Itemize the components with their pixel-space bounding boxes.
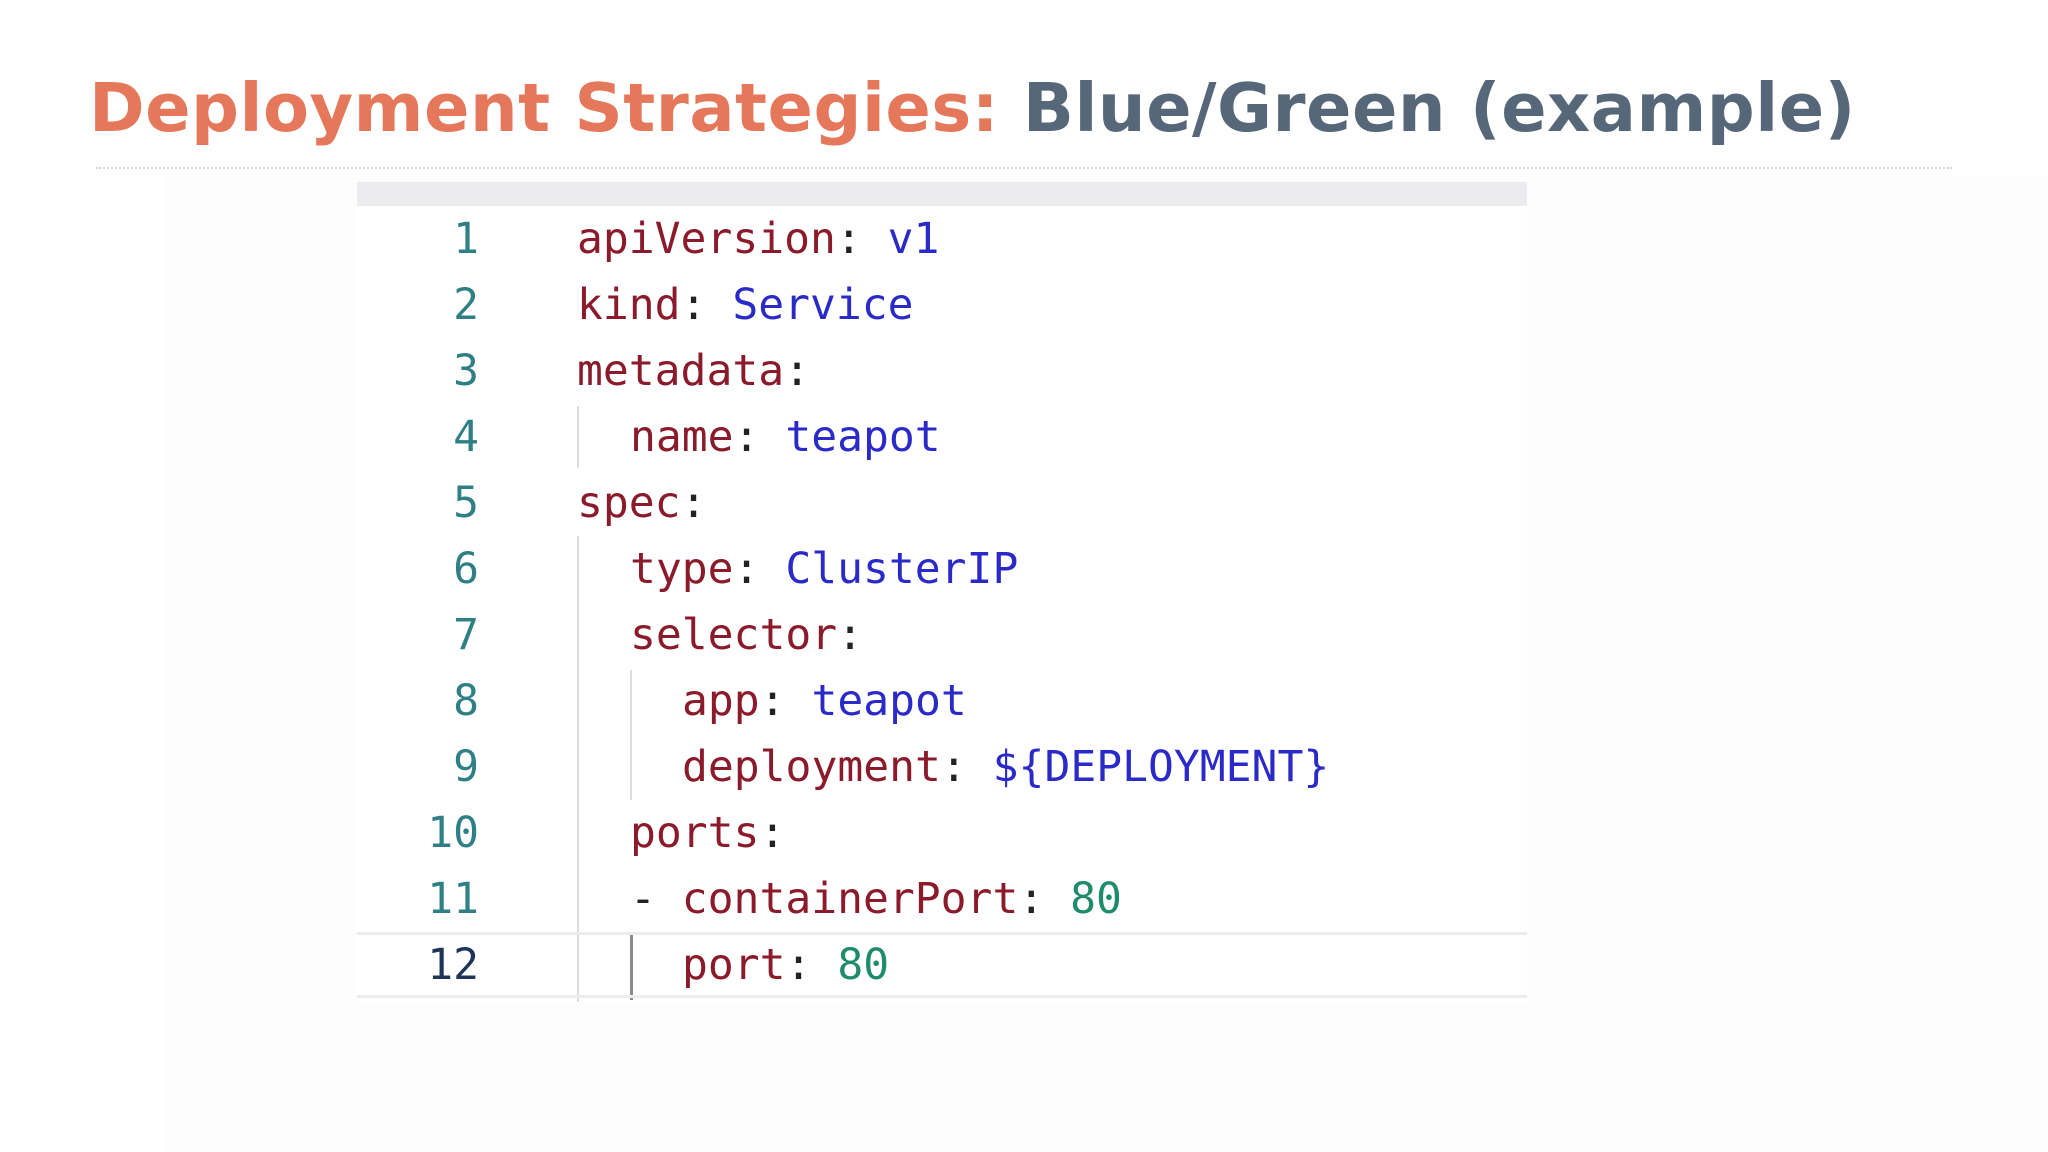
code-text: - containerPort: 80 xyxy=(630,866,1122,932)
code-text: metadata: xyxy=(577,338,810,404)
line-number: 8 xyxy=(453,676,479,726)
yaml-key: ports xyxy=(630,808,760,858)
yaml-value: ${DEPLOYMENT} xyxy=(992,742,1330,792)
code-line[interactable]: 11 - containerPort: 80 xyxy=(357,866,1527,932)
code-text: app: teapot xyxy=(682,668,967,734)
line-number: 3 xyxy=(453,346,479,396)
yaml-value: 80 xyxy=(837,940,890,990)
code-text: deployment: ${DEPLOYMENT} xyxy=(682,734,1329,800)
yaml-value: Service xyxy=(732,280,914,330)
indent-guide xyxy=(577,406,579,468)
yaml-separator: : xyxy=(759,676,812,726)
yaml-key: deployment xyxy=(682,742,941,792)
indent-guide xyxy=(577,536,579,1002)
yaml-separator: : xyxy=(680,478,707,528)
yaml-list-dash: - xyxy=(630,874,682,924)
title-accent: Deployment Strategies: xyxy=(89,69,1000,147)
title-divider xyxy=(96,167,1952,169)
code-text: kind: Service xyxy=(577,272,914,338)
code-line[interactable]: 5 spec: xyxy=(357,470,1527,536)
code-text: type: ClusterIP xyxy=(630,536,1018,602)
yaml-value: v1 xyxy=(887,214,940,264)
yaml-separator: : xyxy=(733,544,786,594)
line-number: 9 xyxy=(453,742,479,792)
yaml-key: spec xyxy=(577,478,681,528)
yaml-key: containerPort xyxy=(681,874,1019,924)
line-number: 10 xyxy=(427,808,479,858)
yaml-key: apiVersion xyxy=(577,214,836,264)
line-number: 6 xyxy=(453,544,479,594)
code-text: apiVersion: v1 xyxy=(577,206,939,272)
code-line[interactable]: 1 apiVersion: v1 xyxy=(357,206,1527,272)
title-main: Blue/Green (example) xyxy=(1022,69,1856,147)
yaml-separator: : xyxy=(784,346,810,396)
code-text: port: 80 xyxy=(682,935,889,995)
line-number: 11 xyxy=(427,874,479,924)
yaml-separator: : xyxy=(733,412,786,462)
code-line[interactable]: 8 app: teapot xyxy=(357,668,1527,734)
line-number: 2 xyxy=(453,280,479,330)
line-number: 5 xyxy=(453,478,479,528)
yaml-separator: : xyxy=(940,742,993,792)
yaml-key: metadata xyxy=(577,346,785,396)
yaml-key: port xyxy=(682,940,786,990)
yaml-key: selector xyxy=(630,610,838,660)
code-text: ports: xyxy=(630,800,785,866)
code-line[interactable]: 10 ports: xyxy=(357,800,1527,866)
yaml-key: kind xyxy=(577,280,681,330)
code-line[interactable]: 9 deployment: ${DEPLOYMENT} xyxy=(357,734,1527,800)
indent-guide xyxy=(630,670,632,800)
yaml-separator: : xyxy=(835,214,888,264)
yaml-separator: : xyxy=(680,280,733,330)
code-line[interactable]: 7 selector: xyxy=(357,602,1527,668)
code-text: name: teapot xyxy=(630,404,941,470)
code-editor[interactable]: 1 apiVersion: v1 2 kind: Service 3 metad… xyxy=(357,182,1527,1002)
line-number: 4 xyxy=(453,412,479,462)
yaml-separator: : xyxy=(785,940,838,990)
code-line-current[interactable]: 12 port: 80 xyxy=(357,932,1527,998)
yaml-value: teapot xyxy=(785,412,941,462)
yaml-value: 80 xyxy=(1070,874,1122,924)
yaml-value: ClusterIP xyxy=(785,544,1019,594)
line-number: 7 xyxy=(453,610,479,660)
code-line[interactable]: 3 metadata: xyxy=(357,338,1527,404)
yaml-separator: : xyxy=(759,808,786,858)
code-line[interactable]: 2 kind: Service xyxy=(357,272,1527,338)
yaml-key: app xyxy=(682,676,760,726)
line-number: 12 xyxy=(427,940,479,990)
slide-title: Deployment Strategies: Blue/Green (examp… xyxy=(89,60,1856,156)
editor-top-bar xyxy=(357,182,1527,206)
active-indent-guide xyxy=(630,934,633,1000)
yaml-value: teapot xyxy=(811,676,967,726)
yaml-separator: : xyxy=(837,610,863,660)
code-text: spec: xyxy=(577,470,706,536)
yaml-key: name xyxy=(630,412,734,462)
yaml-key: type xyxy=(630,544,734,594)
code-line[interactable]: 4 name: teapot xyxy=(357,404,1527,470)
yaml-separator: : xyxy=(1018,874,1071,924)
line-number: 1 xyxy=(453,214,479,264)
code-line[interactable]: 6 type: ClusterIP xyxy=(357,536,1527,602)
code-text: selector: xyxy=(630,602,863,668)
